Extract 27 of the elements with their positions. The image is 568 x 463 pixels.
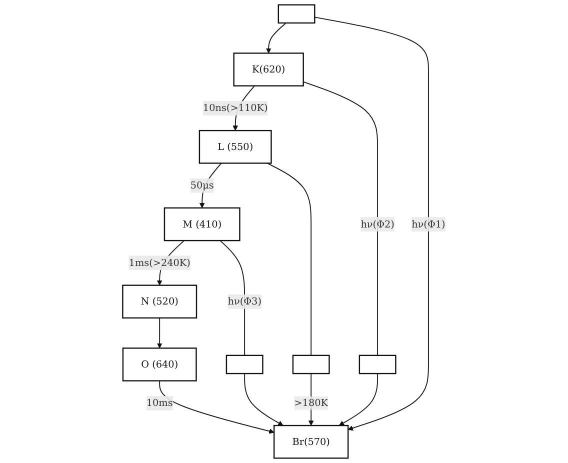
edge-label: hν(Φ2) xyxy=(360,218,394,230)
arrow xyxy=(199,162,222,208)
node-box: Br(570) xyxy=(273,424,349,459)
connector xyxy=(266,162,312,356)
edge-label: hν(Φ3) xyxy=(228,296,262,308)
node-box xyxy=(278,4,316,24)
node-box xyxy=(226,354,264,374)
connector xyxy=(302,81,378,356)
arrow xyxy=(338,373,378,426)
node-box: L (550) xyxy=(198,130,272,164)
node-box: O (640) xyxy=(122,348,197,382)
arrow xyxy=(156,317,162,348)
arrow xyxy=(314,16,429,431)
edge-label: 10ms xyxy=(146,397,173,409)
node-box: K(620) xyxy=(233,52,304,86)
edge-label: >180K xyxy=(294,397,328,409)
node-box xyxy=(358,354,396,374)
edge-label: hν(Φ1) xyxy=(412,218,446,230)
edge-label: 50μs xyxy=(190,180,214,192)
node-box xyxy=(292,354,330,374)
arrow xyxy=(159,380,274,434)
arrow xyxy=(244,373,284,426)
edge-label: 10ns(>110K) xyxy=(202,102,268,114)
edge-label: 1ms(>240K) xyxy=(128,256,190,268)
arrow xyxy=(266,22,286,54)
node-box: M (410) xyxy=(164,207,240,242)
node-box: N (520) xyxy=(122,284,198,319)
